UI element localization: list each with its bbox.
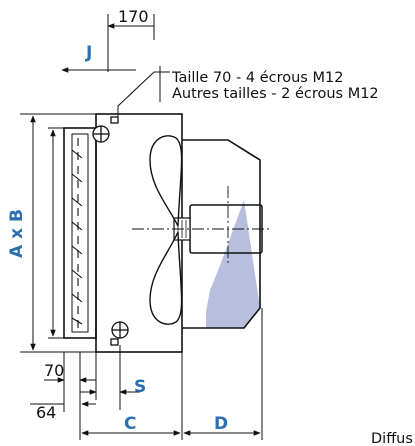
fan-cowl-shade [206,200,260,328]
note-line-2: Autres tailles - 2 écrous M12 [172,86,379,102]
dim-70-label: 70 [44,361,64,380]
nut-bottom [110,321,129,346]
dim-d-label: D [214,414,228,434]
dim-64-label: 64 [36,403,56,422]
dim-j-label: J [85,43,92,63]
dim-c-label: C [124,414,136,434]
dim-170-label: 170 [118,7,149,26]
dim-s-label: S [134,377,146,397]
centerlines [132,186,272,264]
nut-top [92,116,119,143]
bottom-dimensions [30,377,261,436]
fan-cowl [182,139,261,329]
note-line-1: Taille 70 - 4 écrous M12 [171,70,343,86]
louvre-frame [63,127,97,339]
louvre-blades [71,138,83,330]
dim-axb-label: A x B [7,209,27,258]
fan-blades [149,135,183,325]
heater-body [63,113,183,353]
cut-off-label: Diffus [371,431,413,446]
